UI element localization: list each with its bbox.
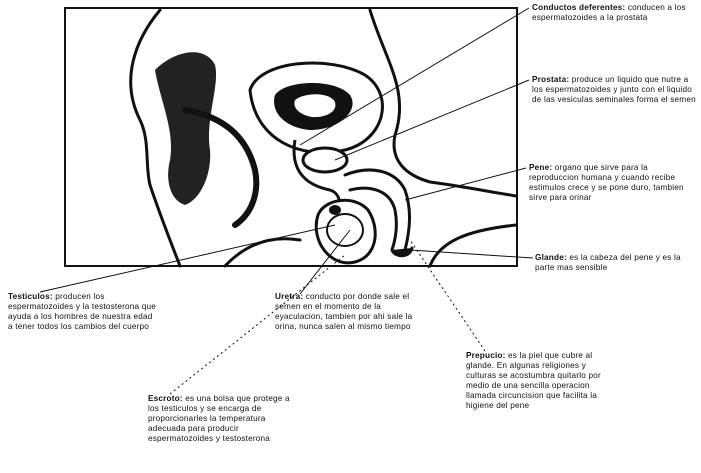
term: Prostata: xyxy=(532,75,569,84)
prostate xyxy=(303,148,347,172)
term: Testiculos: xyxy=(8,292,53,301)
leader-testiculos xyxy=(40,225,335,292)
term: Escroto: xyxy=(148,394,183,403)
label-escroto: Escroto: es una bolsa que protege a los … xyxy=(148,394,293,444)
term: Uretra: xyxy=(275,292,303,301)
leader-glande xyxy=(410,250,533,258)
label-pene: Pene: organo que sirve para la reproducc… xyxy=(529,163,699,203)
term: Pene: xyxy=(529,163,552,172)
label-glande: Glande: es la cabeza del pene y es la pa… xyxy=(535,253,695,273)
testis xyxy=(327,214,363,246)
label-testiculos: Testiculos: producen los espermatozoides… xyxy=(8,292,158,332)
term: Conductos deferentes: xyxy=(532,3,625,12)
label-uretra: Uretra: conducto por donde sale el semen… xyxy=(275,292,425,332)
term: Glande: xyxy=(535,253,567,262)
sacrum xyxy=(155,52,216,205)
definition: organo que sirve para la reproduccion hu… xyxy=(529,163,684,202)
term: Prepucio: xyxy=(466,351,506,360)
label-conductos-deferentes: Conductos deferentes: conducen a los esp… xyxy=(532,3,697,23)
label-prepucio: Prepucio: es la piel que cubre al glande… xyxy=(466,351,616,411)
label-prostata: Prostata: produce un liquido que nutre a… xyxy=(532,75,697,105)
scrotum xyxy=(316,200,375,263)
